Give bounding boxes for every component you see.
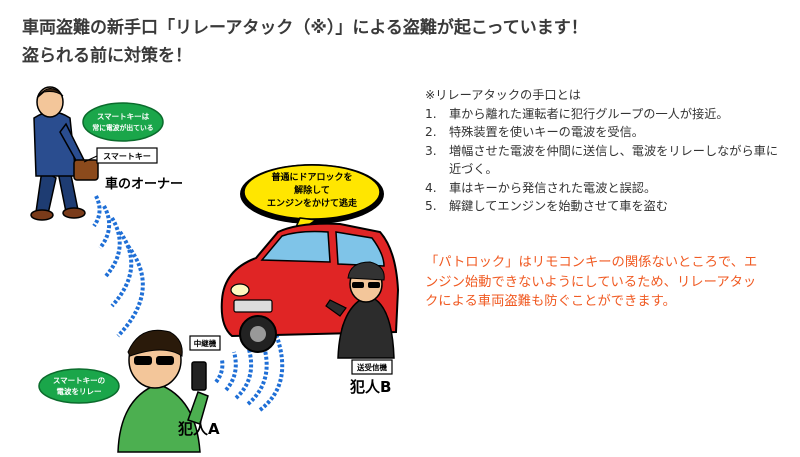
culprit-b-label: 犯人B bbox=[349, 378, 391, 396]
list-item: 3.増幅させた電波を仲間に送信し、電波をリレーしながら車に近づく。 bbox=[425, 143, 779, 177]
smart-key-tag: スマートキー bbox=[83, 147, 158, 164]
car-bubble-line1: 普通にドアロックを bbox=[271, 171, 352, 183]
notes-title: ※リレーアタックの手口とは bbox=[425, 88, 581, 102]
transceiver-tag: 送受信機 bbox=[351, 359, 393, 375]
culprit-a-label: 犯人A bbox=[177, 420, 220, 438]
patlock-callout: 「パトロック」はリモコンキーの関係ないところで、エンジン始動できないようにしてい… bbox=[425, 255, 758, 309]
car-bubble-line3: エンジンをかけて逃走 bbox=[267, 197, 357, 209]
relay-device-label: 中継機 bbox=[194, 338, 217, 348]
relay-device-tag: 中継機 bbox=[189, 335, 221, 351]
owner-bubble-line2: 常に電波が出ている bbox=[92, 123, 153, 132]
culprit-a-figure bbox=[117, 329, 209, 453]
list-item: 1.車から離れた運転者に犯行グループの一人が接近。 bbox=[425, 106, 729, 121]
culprit-a-bubble-line2: 電波をリレー bbox=[57, 386, 102, 396]
headline-line2: 盗られる前に対策を！ bbox=[22, 46, 192, 66]
culprit-a-bubble: スマートキーの 電波をリレー bbox=[38, 368, 120, 404]
culprit-b-figure bbox=[325, 261, 395, 359]
headline: 車両盗難の新手口「リレーアタック（※）」による盗難が起こっています！ 盗られる前… bbox=[22, 14, 792, 70]
list-item: 2.特殊装置を使いキーの電波を受信。 bbox=[425, 125, 644, 139]
owner-figure bbox=[30, 86, 99, 221]
transceiver-label: 送受信機 bbox=[356, 362, 387, 372]
culprit-a-bubble-line1: スマートキーの bbox=[53, 376, 105, 385]
smart-key-label: スマートキー bbox=[103, 152, 151, 161]
owner-label: 車のオーナー bbox=[105, 176, 183, 192]
headline-line1: 車両盗難の新手口「リレーアタック（※）」による盗難が起こっています！ bbox=[22, 18, 588, 38]
owner-bubble: スマートキーは 常に電波が出ている bbox=[82, 102, 164, 142]
owner-bubble-line1: スマートキーは bbox=[97, 112, 150, 121]
relay-attack-notes: ※リレーアタックの手口とは 1.車から離れた運転者に犯行グループの一人が接近。 … bbox=[425, 86, 785, 216]
radio-waves-owner bbox=[92, 195, 145, 338]
car-bubble-line2: 解除して bbox=[294, 184, 330, 196]
list-item: 4.車はキーから発信された電波と誤認。 bbox=[425, 180, 657, 195]
notes-list: 1.車から離れた運転者に犯行グループの一人が接近。 2.特殊装置を使いキーの電波… bbox=[425, 105, 785, 216]
list-item: 5.解鍵してエンジンを始動させて車を盗む bbox=[425, 199, 669, 213]
